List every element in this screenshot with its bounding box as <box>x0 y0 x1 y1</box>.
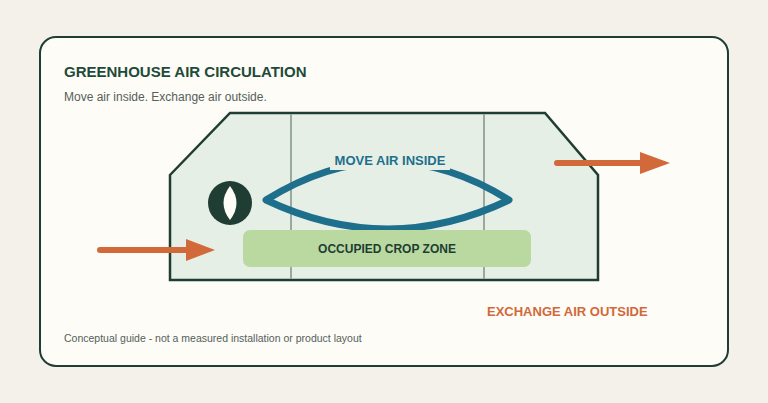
intake-arrowhead <box>186 239 215 261</box>
flow-label: MOVE AIR INSIDE <box>330 152 451 170</box>
greenhouse-outline <box>170 113 598 280</box>
exhaust-arrowhead <box>640 152 670 174</box>
caption: Conceptual guide - not a measured instal… <box>64 332 362 345</box>
exhaust-arrow <box>557 160 646 166</box>
fan-symbol <box>208 181 252 225</box>
subtitle: Move air inside. Exchange air outside. <box>64 90 267 104</box>
card-panel <box>40 37 728 366</box>
diagram-title: GREENHOUSE AIR CIRCULATION <box>64 63 307 81</box>
zone-label: OCCUPIED CROP ZONE <box>318 242 456 256</box>
crop-zone-band: OCCUPIED CROP ZONE <box>243 230 531 267</box>
intake-arrow <box>100 247 192 253</box>
fan-blade <box>224 186 237 220</box>
exchange-label: EXCHANGE AIR OUTSIDE <box>487 304 648 320</box>
circulation-loop <box>266 162 509 229</box>
